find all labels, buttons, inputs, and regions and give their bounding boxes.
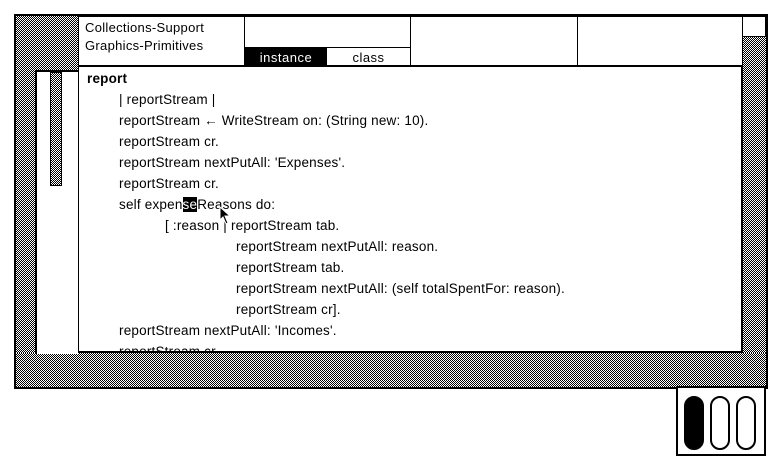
instance-class-switch: instance class [244,47,411,66]
code-line: reportStream cr. [119,176,219,191]
code-line: reportStream tab. [236,260,345,275]
text: Reasons do: [197,197,276,212]
code-line: | reportStream | [119,92,216,107]
text-selection[interactable]: se [182,197,198,212]
scrollbar-thumb[interactable] [50,72,62,186]
mouse-buttons-indicator [676,386,766,456]
yellow-button-icon [710,396,730,450]
browser-window [14,14,768,389]
category-item[interactable]: Graphics-Primitives [85,38,204,53]
window-corner-box[interactable] [741,16,766,37]
red-button-pressed-icon [684,396,704,450]
code-line: reportStream nextPutAll: 'Incomes'. [119,323,337,338]
code-pane[interactable]: report | reportStream | reportStream ← W… [78,65,743,353]
method-name: report [87,71,128,86]
code-line: reportStream nextPutAll: 'Expenses'. [119,155,346,170]
code-line: reportStream nextPutAll: reason. [236,239,439,254]
window-frame-bottom [16,353,766,387]
code-line: reportStream cr. [119,134,219,149]
mouse-cursor-icon [219,206,232,225]
code-line: reportStream cr. [119,344,219,353]
method-list-pane[interactable] [577,16,743,66]
tab-class[interactable]: class [352,50,385,65]
code-line-selection: self expenseReasons do: [119,197,275,212]
category-list-pane[interactable]: Collections-Support Graphics-Primitives [78,16,245,66]
category-item[interactable]: Collections-Support [85,20,205,35]
code-line: reportStream cr]. [236,302,341,317]
blue-button-icon [736,396,756,450]
code-line: reportStream ← WriteStream on: (String n… [119,113,429,128]
code-line: reportStream nextPutAll: (self totalSpen… [236,281,565,296]
protocol-list-pane[interactable] [410,16,578,66]
class-list-pane[interactable] [244,16,411,48]
text: self expen [119,197,183,212]
right-scrollbar[interactable] [743,37,766,353]
code-line: [ :reason | reportStream tab. [165,218,340,233]
tab-instance[interactable]: instance [245,48,327,66]
